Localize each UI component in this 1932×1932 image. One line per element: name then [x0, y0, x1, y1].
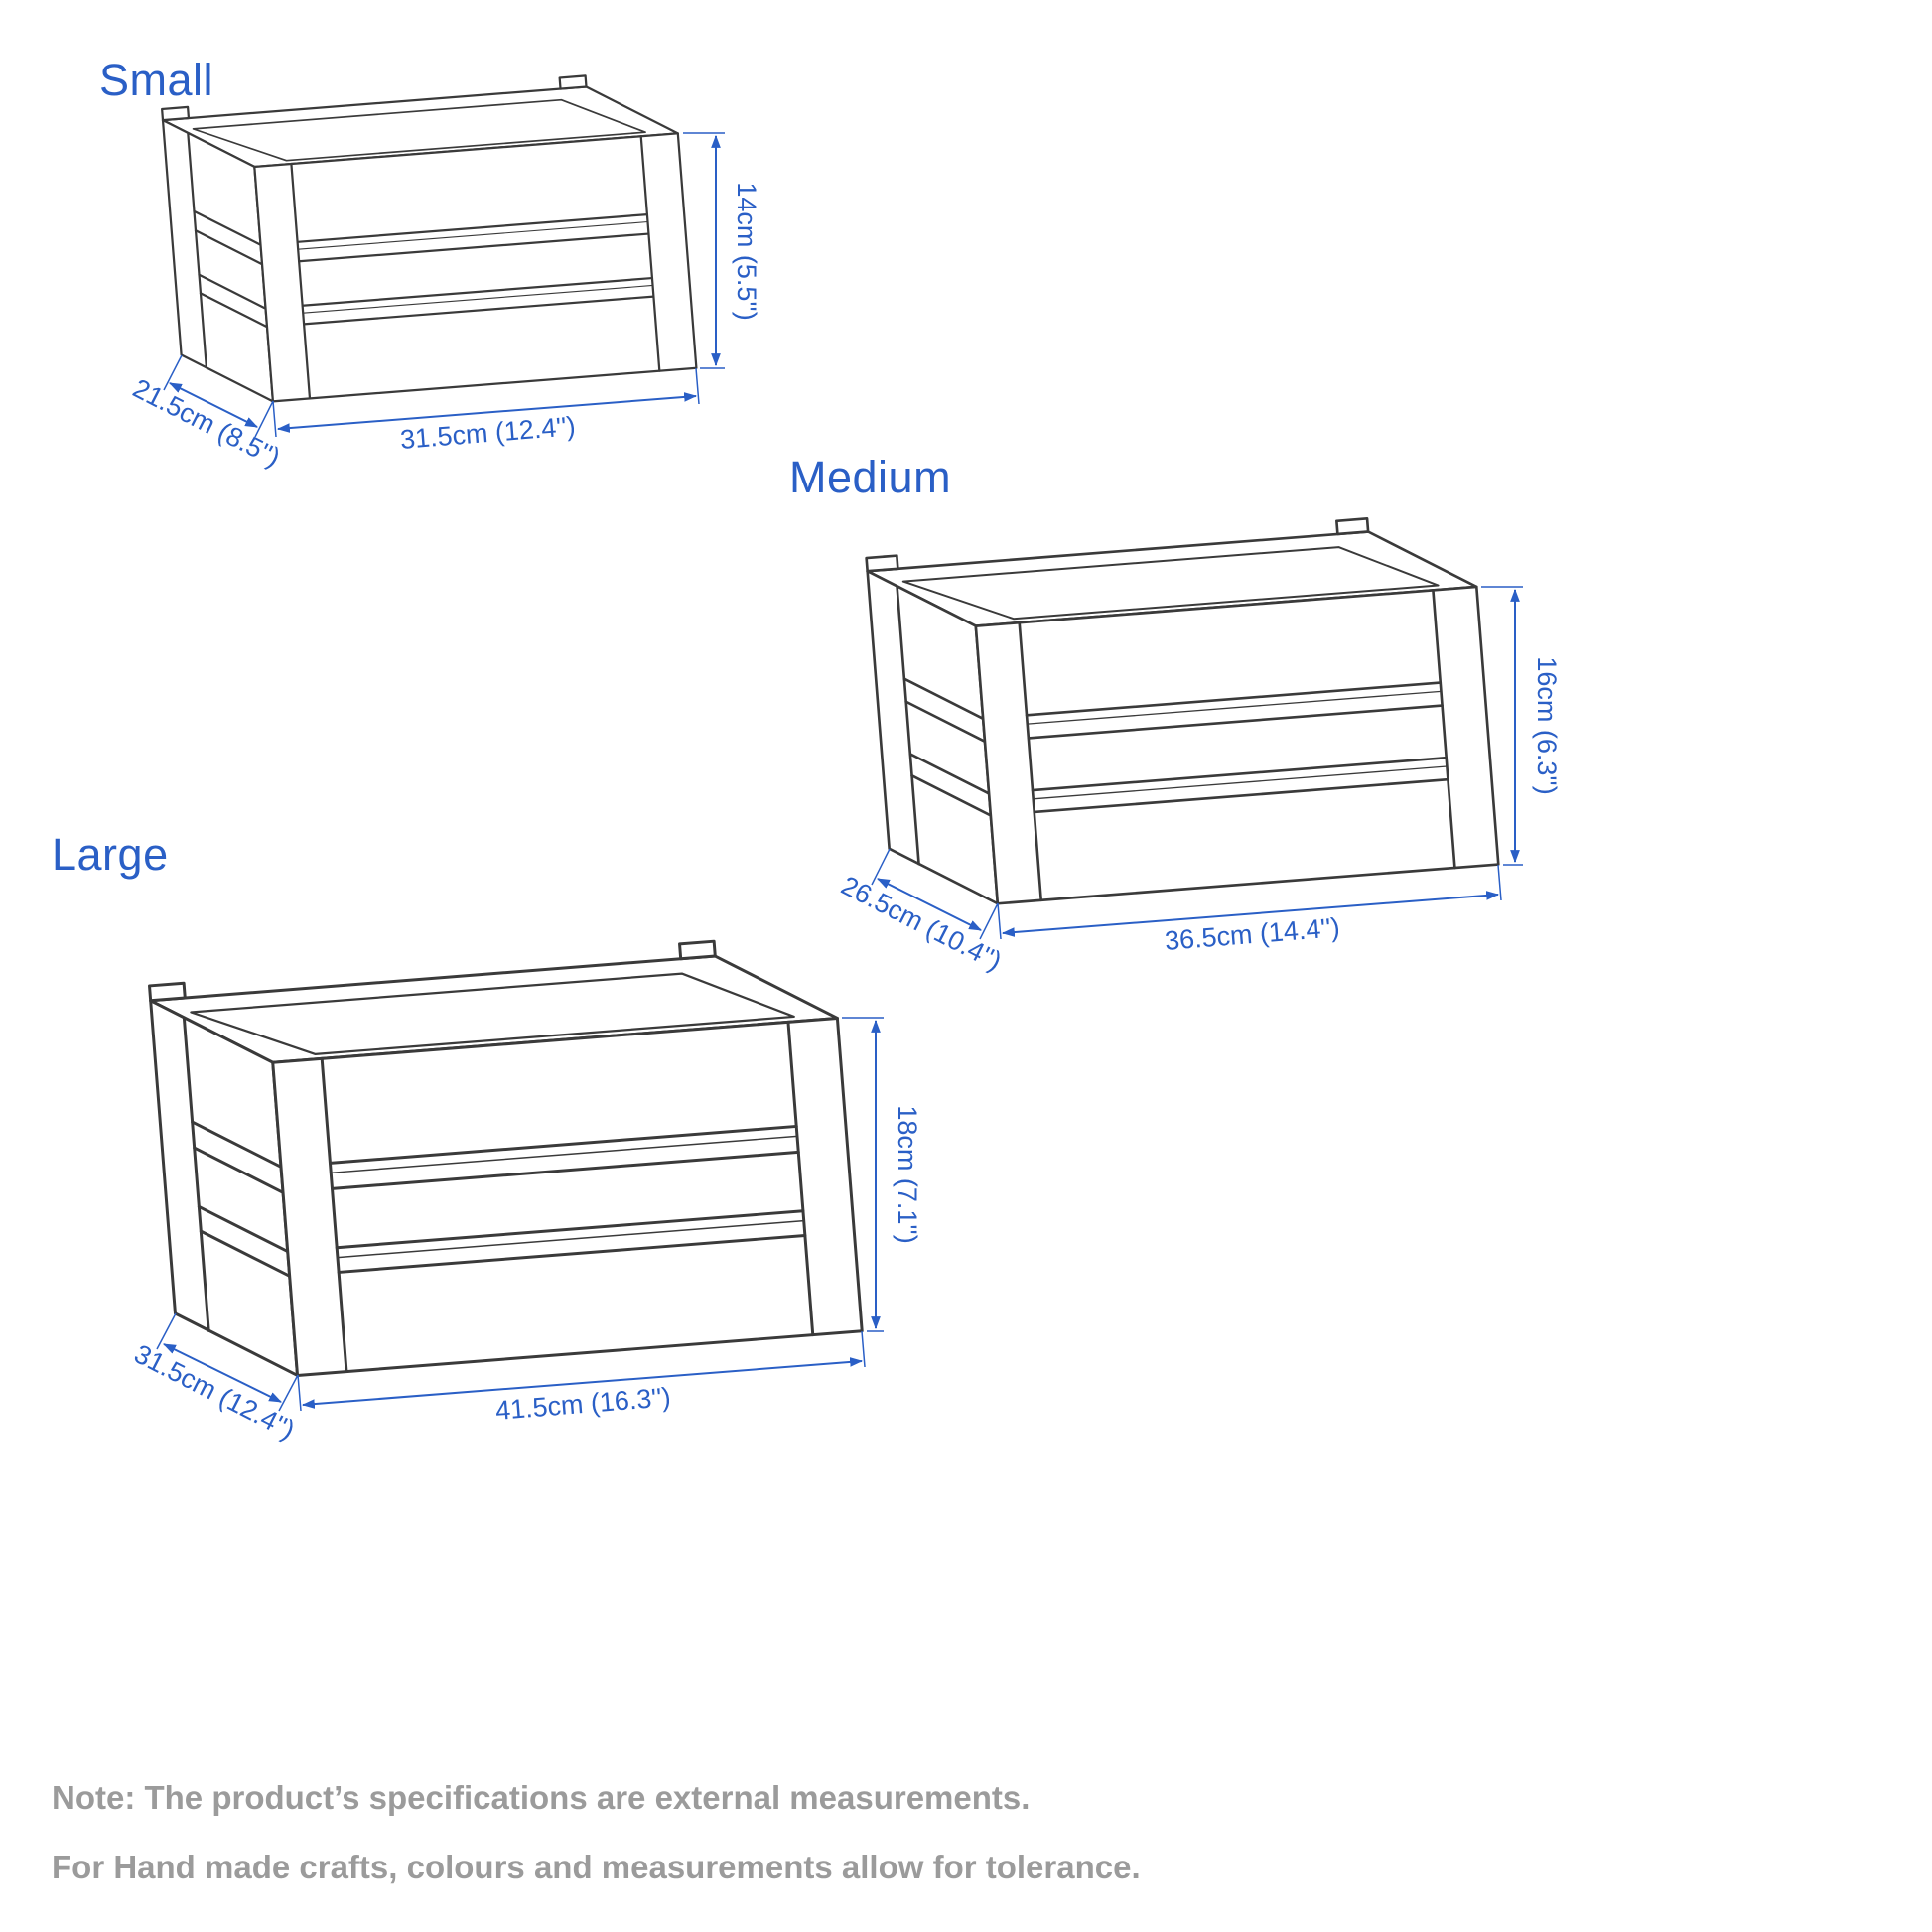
medium-height-dimension: 16cm (6.3'') — [1481, 586, 1562, 866]
large-crate-drawing — [148, 930, 864, 1387]
medium-crate-drawing — [865, 508, 1500, 913]
small-size-heading: Small — [99, 55, 214, 105]
small-crate-drawing — [161, 68, 698, 410]
small-height-dimension: 14cm (5.5'') — [683, 132, 761, 369]
small-height-label: 14cm (5.5'') — [732, 182, 761, 320]
large-height-dimension: 18cm (7.1'') — [842, 1017, 922, 1332]
medium-size-heading: Medium — [789, 452, 952, 502]
large-size-heading: Large — [52, 829, 169, 880]
large-crate-figure: 18cm (7.1'') 31.5cm (12.4'') 41.5cm (16.… — [129, 930, 922, 1445]
medium-crate-figure: 16cm (6.3'') 26.5cm (10.4'') 36.5cm (14.… — [836, 508, 1562, 976]
large-height-label: 18cm (7.1'') — [893, 1105, 922, 1243]
medium-height-label: 16cm (6.3'') — [1532, 656, 1562, 794]
small-crate-figure: 14cm (5.5'') 21.5cm (8.5'') 31.5cm (12.4… — [128, 68, 761, 473]
note-handmade-tolerance: For Hand made crafts, colours and measur… — [52, 1849, 1141, 1885]
note-external-measurements: Note: The product’s specifications are e… — [52, 1779, 1031, 1816]
